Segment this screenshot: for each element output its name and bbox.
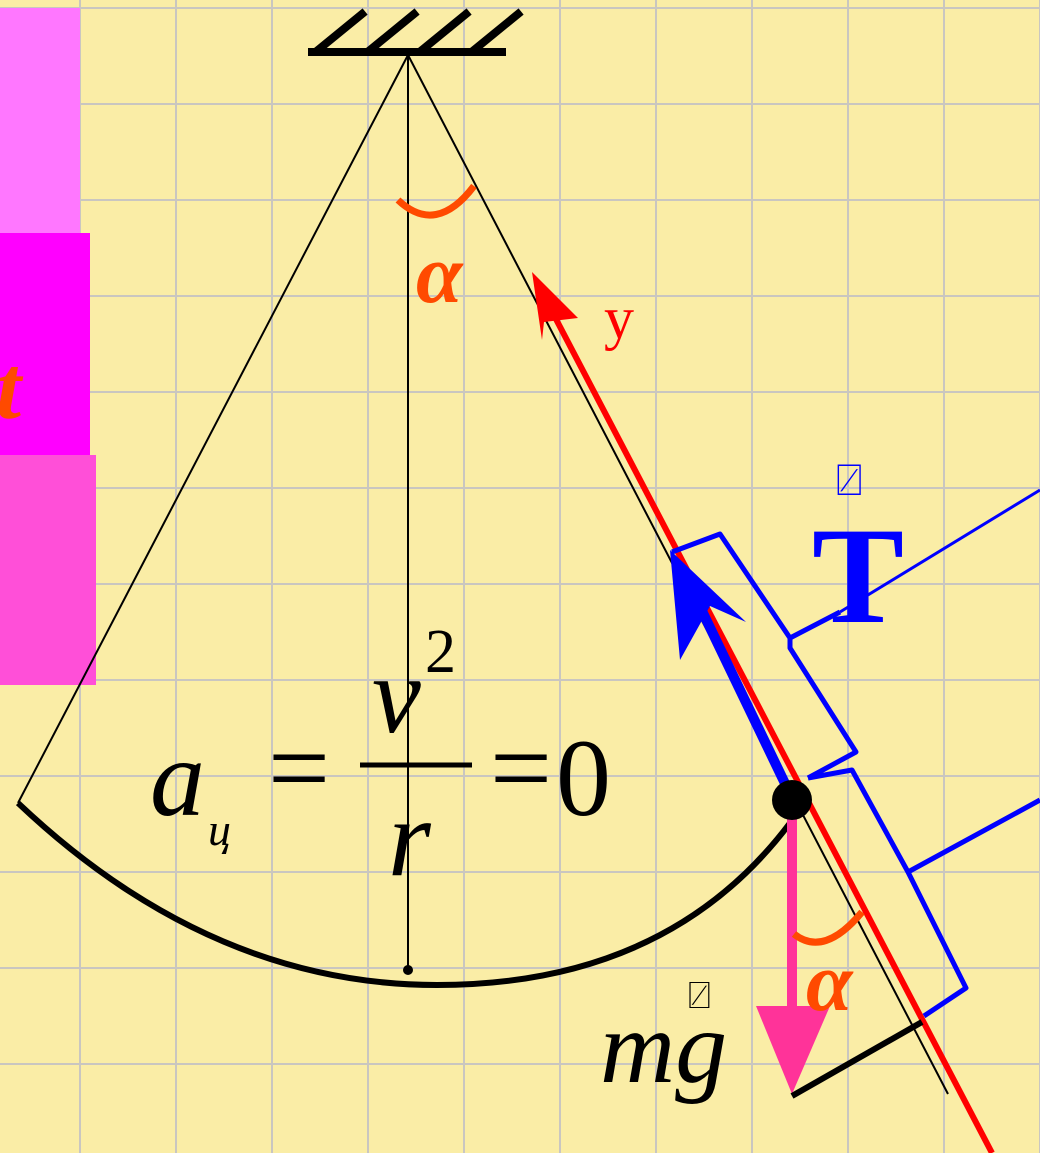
side-panel-middle (0, 233, 90, 455)
gravity-projection (790, 1019, 924, 1099)
gravity-label: mg (600, 990, 727, 1105)
pendulum-bob (772, 780, 812, 820)
tension-arrowhead (670, 550, 746, 660)
tension-leader (839, 488, 1040, 614)
angle-arc-top (395, 183, 477, 219)
tension-vector-mark: ⍁ (836, 456, 862, 505)
angle-label-top: α (416, 228, 464, 321)
gravity-vector-mark: ⍁ (688, 975, 711, 1017)
formula-exponent: 2 (425, 618, 456, 686)
tension-vector (685, 583, 797, 801)
gravity-arrowhead (756, 1006, 830, 1094)
side-panel-top (0, 8, 80, 233)
angle-label-bottom: α (806, 936, 854, 1029)
y-axis (543, 298, 995, 1153)
string-left (17, 54, 409, 804)
formula-result: 0 (556, 717, 611, 839)
tension-brace (671, 531, 859, 781)
formula-equals-2: = (490, 707, 552, 829)
swing-arc (15, 800, 793, 989)
formula-equals-1: = (268, 707, 330, 829)
y-axis-arrowhead (532, 272, 578, 340)
ceiling-support (308, 8, 524, 56)
lowest-point (403, 965, 413, 975)
side-panel-bottom (0, 455, 96, 685)
formula-a: a (150, 717, 205, 839)
centripetal-formula: a ц = v 2 r = 0 (150, 618, 611, 899)
formula-numerator: v (372, 634, 421, 756)
formula-subscript: ц (208, 804, 231, 855)
side-panel-fragment: t (0, 339, 24, 438)
angle-arc-bottom (791, 909, 865, 946)
y-axis-label: y (604, 285, 634, 351)
component-brace (807, 767, 1040, 1019)
tension-label: T (812, 499, 904, 652)
formula-denominator: r (388, 777, 432, 899)
